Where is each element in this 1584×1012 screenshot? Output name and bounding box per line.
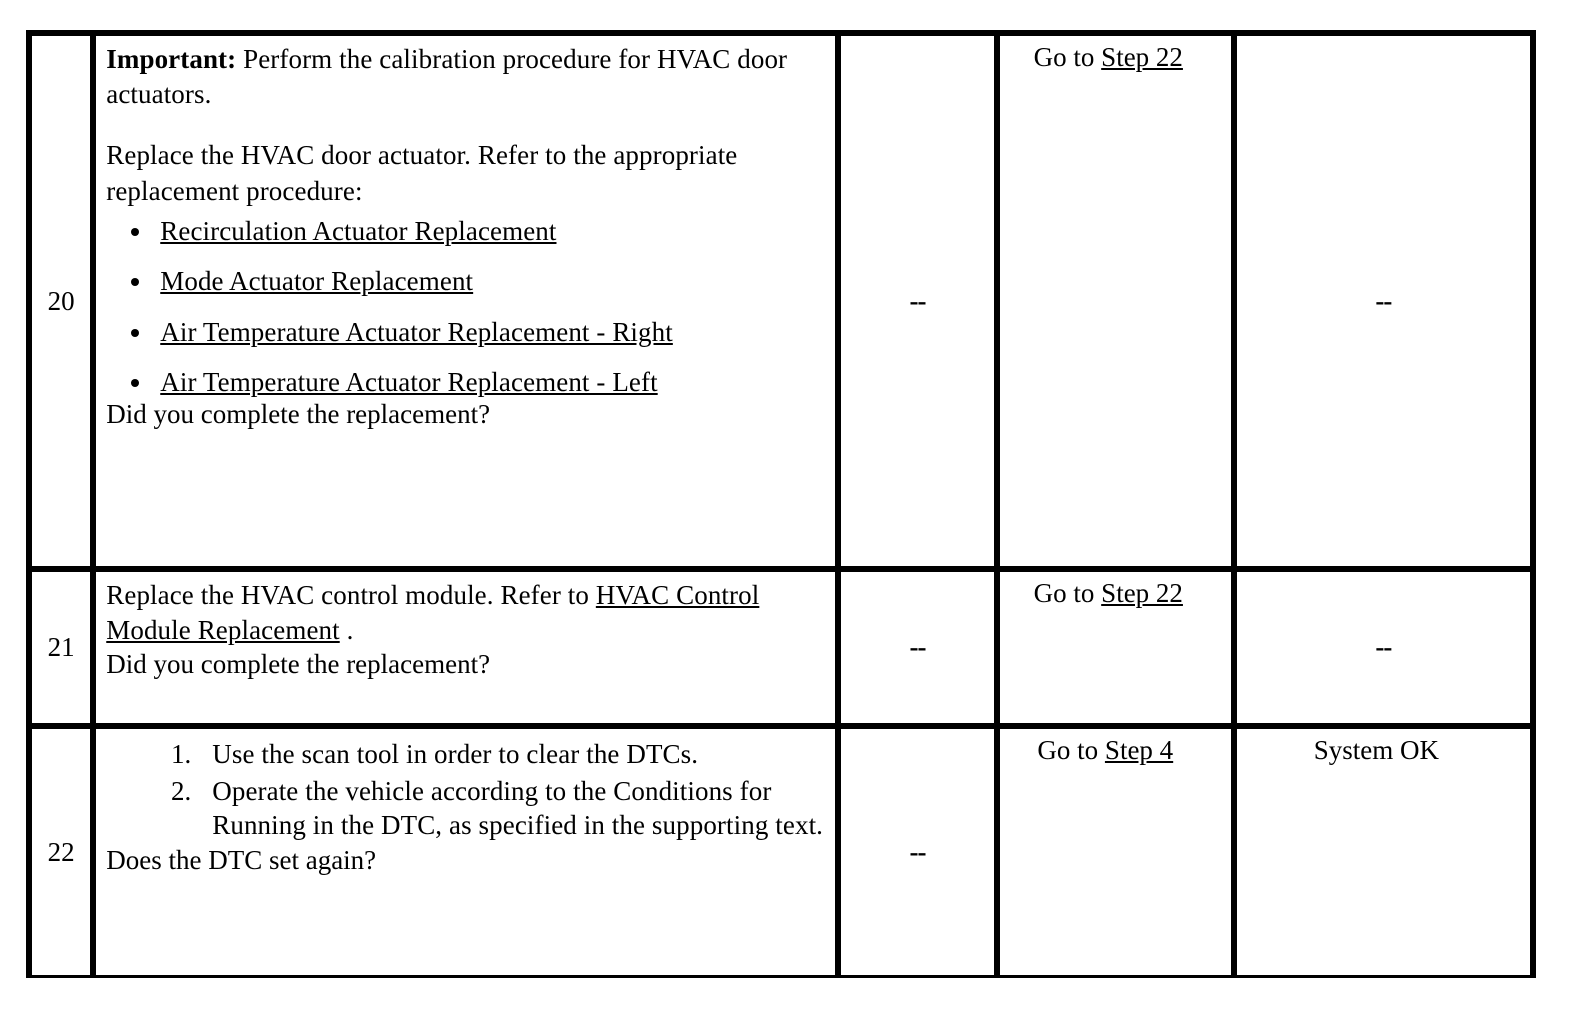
list-item: Mode Actuator Replacement	[154, 265, 827, 297]
action-cell: Replace the HVAC control module. Refer t…	[93, 569, 839, 726]
yes-branch: Go to Step 22	[1010, 578, 1217, 609]
important-label: Important:	[106, 44, 237, 74]
action-body: Use the scan tool in order to clear the …	[106, 735, 827, 845]
procedure-link[interactable]: Mode Actuator Replacement	[160, 266, 474, 297]
no-dashes: --	[1375, 285, 1392, 316]
step-number-cell: 22	[29, 726, 94, 978]
procedure-link[interactable]: Recirculation Actuator Replacement	[160, 216, 557, 247]
list-item: Use the scan tool in order to clear the …	[198, 737, 827, 772]
control-module-link[interactable]: HVAC Control Module Replacement	[106, 580, 760, 646]
procedure-link[interactable]: Air Temperature Actuator Replacement - L…	[160, 367, 658, 398]
important-text: Perform the calibration procedure for HV…	[106, 44, 788, 110]
step-number: 20	[47, 285, 75, 316]
action-question: Did you complete the replacement?	[106, 648, 491, 679]
value-cell: --	[838, 569, 997, 726]
procedure-link[interactable]: Air Temperature Actuator Replacement - R…	[160, 316, 673, 347]
list-item: Recirculation Actuator Replacement	[154, 215, 827, 247]
diagnostic-table: 20 Important: Perform the calibration pr…	[26, 30, 1536, 978]
table-row: 21 Replace the HVAC control module. Refe…	[29, 569, 1533, 726]
yes-cell: Go to Step 22	[996, 569, 1234, 726]
yes-cell: Go to Step 22	[996, 33, 1234, 569]
important-note: Important: Perform the calibration proce…	[106, 42, 827, 113]
step-number: 22	[47, 836, 75, 867]
action-text-before: Replace the HVAC control module. Refer t…	[106, 580, 596, 610]
no-cell: --	[1233, 569, 1533, 726]
action-cell: Important: Perform the calibration proce…	[93, 33, 839, 569]
value-cell: --	[838, 33, 997, 569]
no-cell: System OK	[1233, 726, 1533, 978]
action-body: Replace the HVAC control module. Refer t…	[106, 578, 827, 649]
yes-step-link[interactable]: Step 22	[1101, 42, 1183, 72]
yes-cell: Go to Step 4	[996, 726, 1234, 978]
yes-prefix: Go to	[1033, 42, 1102, 72]
action-question: Does the DTC set again?	[106, 844, 377, 875]
value-dashes: --	[909, 632, 927, 662]
yes-prefix: Go to	[1033, 578, 1102, 608]
value-dashes: --	[909, 836, 927, 867]
list-item: Air Temperature Actuator Replacement - L…	[154, 366, 827, 398]
value-cell: --	[838, 726, 997, 978]
step-number-cell: 21	[29, 569, 94, 726]
action-text-after: .	[339, 615, 354, 646]
table-row: 20 Important: Perform the calibration pr…	[29, 33, 1533, 569]
yes-step-link[interactable]: Step 22	[1101, 578, 1183, 608]
action-cell: Use the scan tool in order to clear the …	[93, 726, 839, 978]
action-question: Did you complete the replacement?	[106, 398, 491, 429]
yes-step-link[interactable]: Step 4	[1104, 735, 1174, 765]
table-row: 22 Use the scan tool in order to clear t…	[29, 726, 1533, 978]
numbered-procedure-list: Use the scan tool in order to clear the …	[106, 737, 827, 843]
action-body: Important: Perform the calibration proce…	[106, 42, 827, 399]
list-item: Operate the vehicle according to the Con…	[198, 774, 827, 843]
no-dashes: --	[1375, 632, 1392, 662]
step-number-cell: 20	[29, 33, 94, 569]
action-intro: Replace the HVAC door actuator. Refer to…	[106, 140, 738, 206]
list-item: Air Temperature Actuator Replacement - R…	[154, 316, 827, 348]
no-branch: System OK	[1313, 735, 1440, 765]
yes-prefix: Go to	[1037, 735, 1105, 765]
value-dashes: --	[909, 285, 927, 316]
replacement-procedure-list: Recirculation Actuator Replacement Mode …	[106, 215, 827, 399]
paragraph-gap	[106, 113, 827, 139]
no-cell: --	[1233, 33, 1533, 569]
yes-branch: Go to Step 4	[1010, 735, 1217, 766]
yes-branch: Go to Step 22	[1010, 42, 1217, 73]
step-number: 21	[47, 632, 75, 662]
